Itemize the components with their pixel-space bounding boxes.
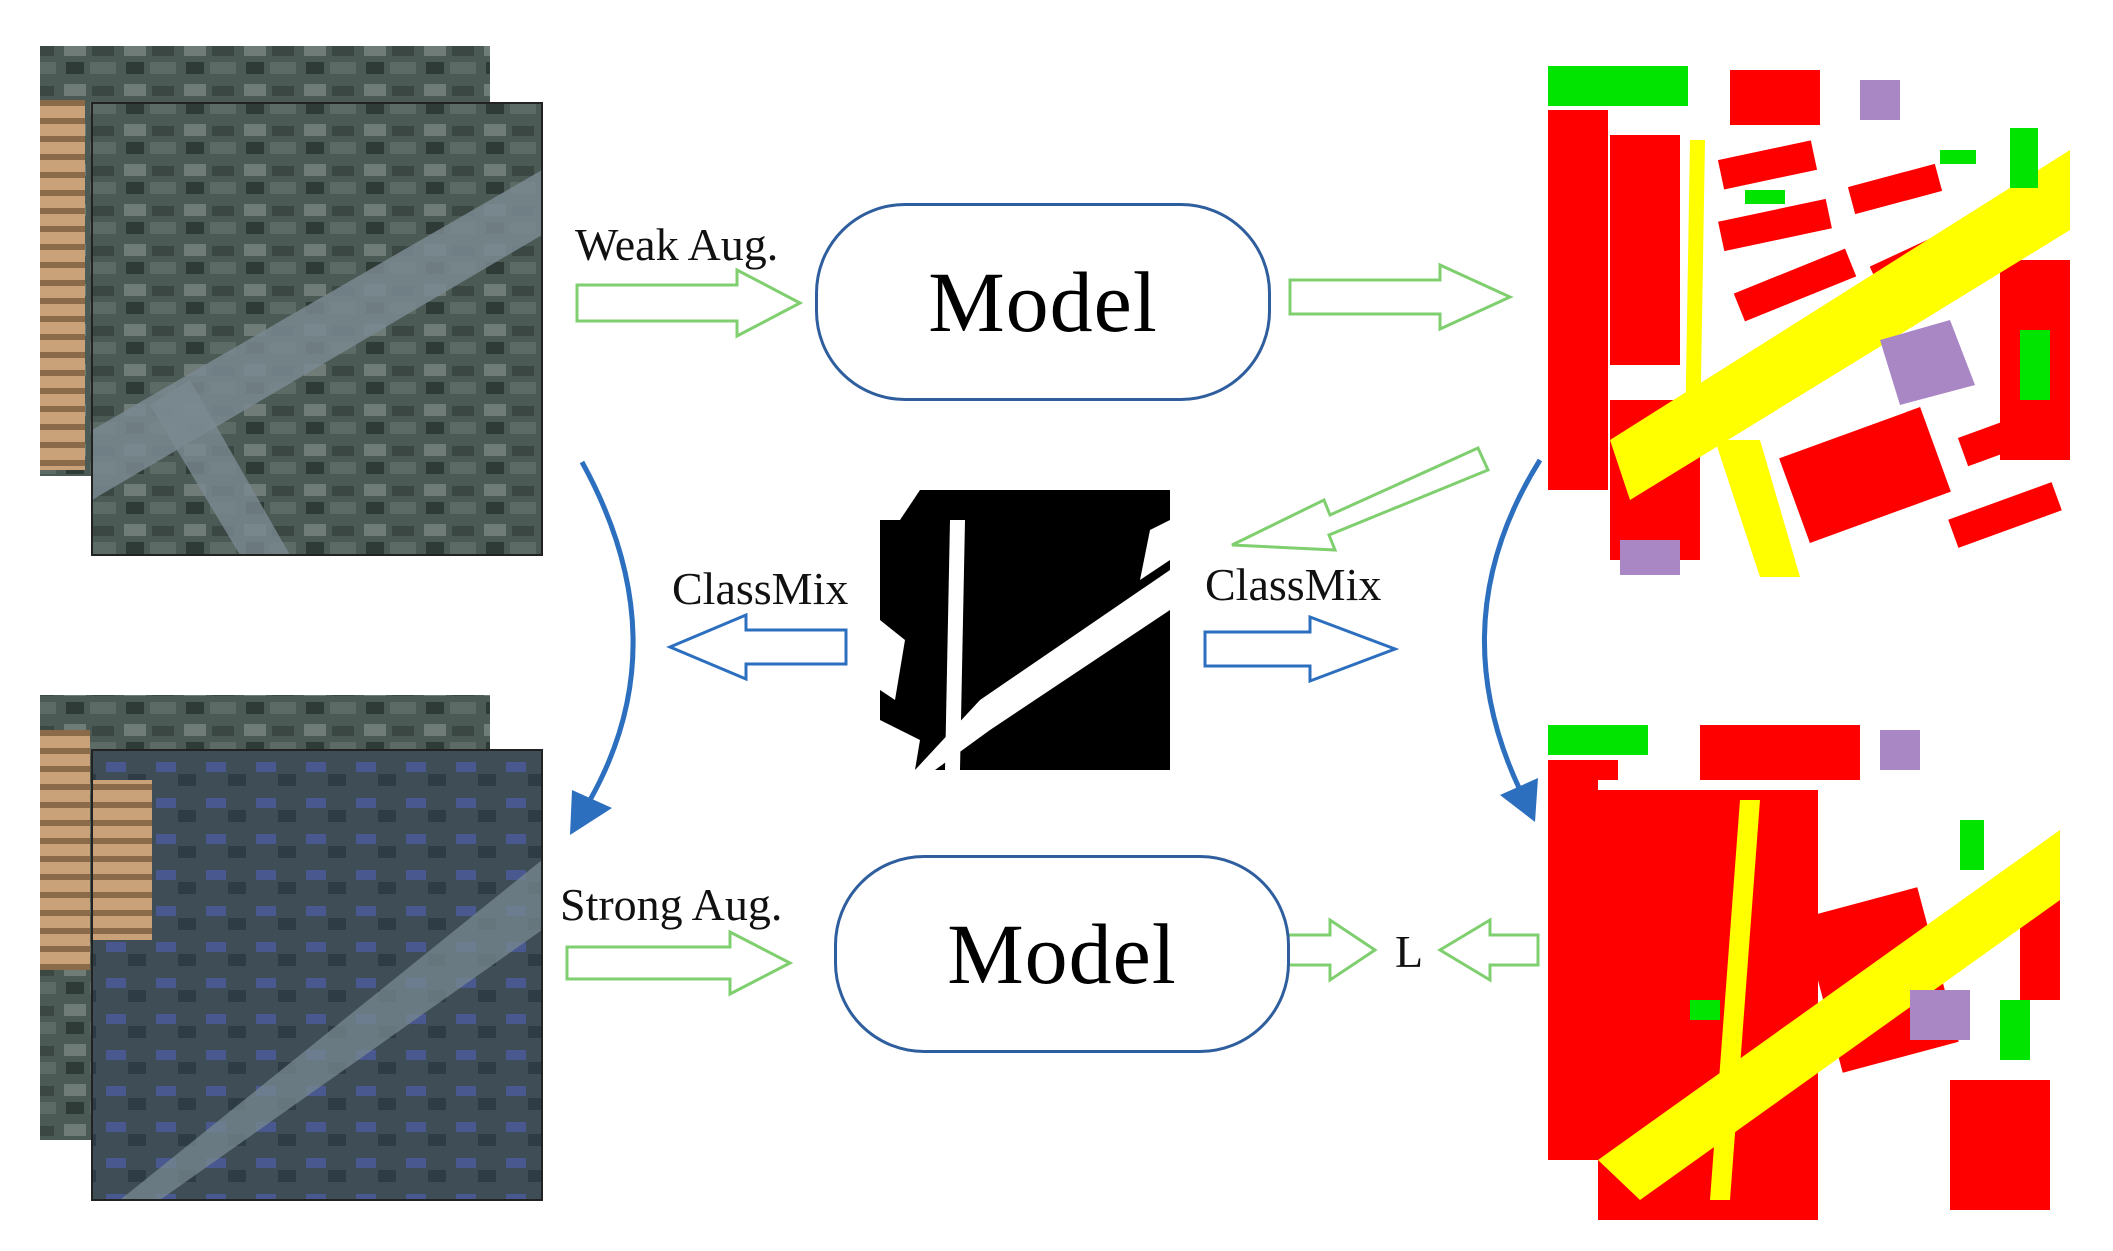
classmix-right-arrow [1203,614,1400,684]
aerial-image-top-front [91,102,543,556]
loss-label: L [1395,926,1424,977]
segmentation-map-top-front [1610,125,2070,577]
model-to-loss-arrow [1286,917,1378,983]
strong-aug-label: Strong Aug. [560,879,783,930]
label-to-loss-arrow [1437,917,1540,983]
classmix-mask [880,490,1170,770]
classmix-right-label: ClassMix [1205,559,1382,610]
segmentation-map-bottom-front [1598,780,2060,1230]
model-top-label: Model [928,254,1158,350]
aerial-image-bottom-front [91,749,543,1201]
weak-aug-label: Weak Aug. [575,219,779,270]
model-box-top: Model [815,203,1271,401]
model-to-pseudolabel-arrow [1288,262,1514,332]
classmix-left-arrow [666,612,848,682]
weak-aug-arrow [575,267,804,339]
image-mix-curved-arrow [570,460,636,835]
model-bottom-label: Model [947,906,1177,1002]
classmix-left-label: ClassMix [672,563,849,614]
label-mix-curved-arrow [1481,458,1543,822]
model-box-bottom: Model [834,855,1290,1053]
strong-aug-arrow [565,929,794,997]
pseudolabel-to-mask-arrow [1231,446,1491,552]
